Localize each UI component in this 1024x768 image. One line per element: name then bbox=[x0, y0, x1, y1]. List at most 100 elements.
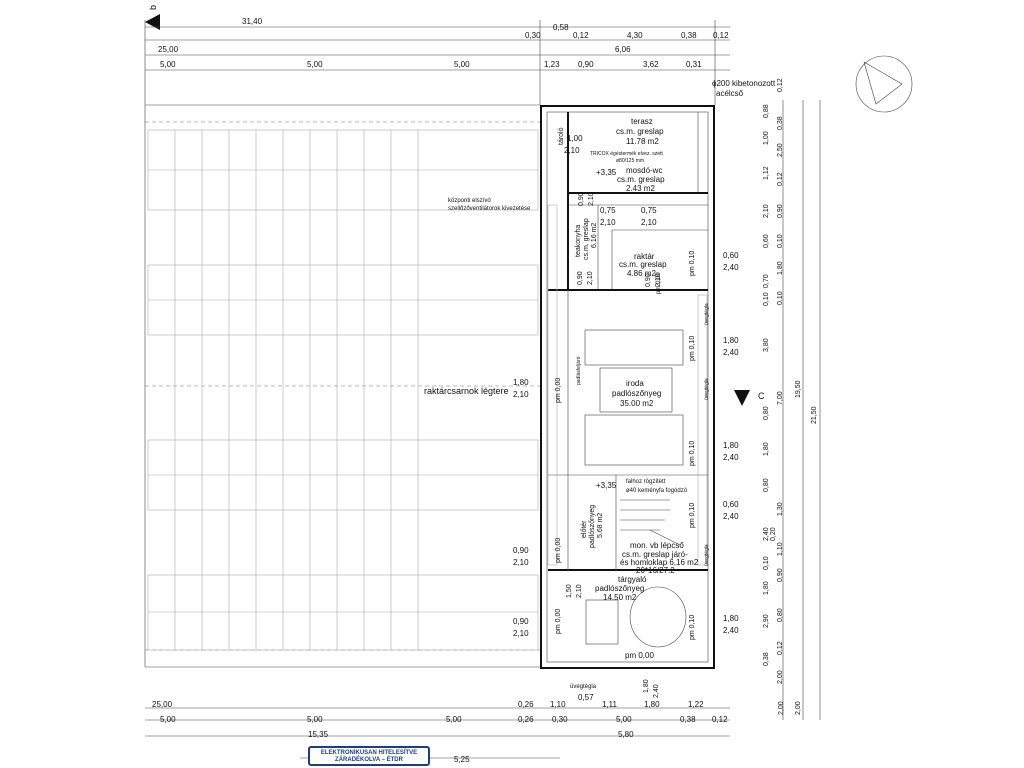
dim-top-13: 1,23 bbox=[544, 60, 560, 69]
dim-bottom-13: 5,00 bbox=[616, 715, 632, 724]
section-marker-b bbox=[145, 14, 160, 30]
dim-bottom-9: 5,00 bbox=[307, 715, 323, 724]
storage-label: tároló bbox=[558, 127, 565, 145]
rc-28: 2,90 bbox=[763, 614, 770, 628]
room-eloter-name: előtér bbox=[581, 520, 588, 538]
room-wc-name: mosdó-wc bbox=[626, 166, 662, 175]
rc-total-2: 21,50 bbox=[811, 406, 818, 424]
stair-note-4: 20*16/27.2 bbox=[636, 566, 675, 575]
room-terasz-area: 11.78 m2 bbox=[626, 137, 659, 146]
room-wc-area: 2.43 m2 bbox=[626, 184, 655, 193]
op-10: 2,10 bbox=[587, 271, 594, 285]
room-raktar-floor: cs.m. greslap bbox=[619, 260, 667, 269]
dim-top-11: 5,00 bbox=[307, 60, 323, 69]
rc-27: 1,80 bbox=[763, 581, 770, 595]
right-op-2: 2,40 bbox=[723, 263, 739, 272]
op-8: 2,10 bbox=[588, 192, 595, 206]
dim-bottom-18: 5,25 bbox=[454, 755, 470, 764]
op-6: 2,10 bbox=[641, 218, 657, 227]
pipe-note-2: acélcső bbox=[716, 89, 744, 98]
pm-label-2: pm 0,10 bbox=[689, 251, 696, 276]
handrail-note-2: ø40 keményfa fogódzó bbox=[626, 488, 688, 494]
left-op-2: 2,10 bbox=[513, 390, 529, 399]
op-5: 0,75 bbox=[641, 206, 657, 215]
rc-24: 1,10 bbox=[777, 542, 784, 556]
room-iroda-area: 35.00 m2 bbox=[620, 399, 654, 408]
rc-25: 0,10 bbox=[763, 556, 770, 570]
right-op-4: 2,40 bbox=[723, 348, 739, 357]
rc-13: 0,10 bbox=[777, 291, 784, 305]
rc-30: 0,38 bbox=[763, 652, 770, 666]
rc-23: 2,40 bbox=[763, 527, 770, 541]
rc-1: 0,12 bbox=[777, 78, 784, 92]
rc-20: 0,80 bbox=[763, 478, 770, 492]
op-4: 2,10 bbox=[600, 218, 616, 227]
warehouse-hall bbox=[144, 104, 540, 668]
certification-stamp: ELEKTRONIKUSAN HITELESÍTVE ZÁRADÉKOLVA –… bbox=[308, 746, 430, 766]
rc-4: 1,00 bbox=[763, 131, 770, 145]
rc-bottom-2: 2,00 bbox=[778, 701, 785, 715]
stair-note-1: mon. vb lépcső bbox=[630, 541, 684, 550]
parapet-note: padlásfeljáró bbox=[576, 356, 582, 385]
rc-total-1: 19,50 bbox=[795, 380, 802, 398]
pm-label-10: pm 0,00 bbox=[656, 272, 662, 294]
rc-2: 0,88 bbox=[763, 104, 770, 118]
dim-bottom-3: 1,10 bbox=[550, 700, 566, 709]
stair-note-2: cs.m. greslap járó- bbox=[622, 550, 688, 559]
level-top: +3,35 bbox=[596, 168, 617, 177]
pm-label-5: pm 0,10 bbox=[689, 503, 696, 528]
office-block bbox=[540, 105, 715, 669]
op-14: 2,10 bbox=[655, 273, 662, 287]
rc-12: 1,80 bbox=[777, 261, 784, 275]
dim-top-14: 0,90 bbox=[578, 60, 594, 69]
stair-note-3: és homloklap 6,16 m2 bbox=[620, 558, 699, 567]
rc-29: 0,80 bbox=[777, 608, 784, 622]
rc-18: 7,00 bbox=[777, 391, 784, 405]
op-2: 2,10 bbox=[564, 146, 580, 155]
room-eloter-floor: padlószőnyeg bbox=[589, 505, 596, 548]
handrail-note-1: falhoz rögzített bbox=[626, 479, 666, 485]
op-12: 2,10 bbox=[576, 584, 583, 598]
dim-top-6: 0,38 bbox=[681, 31, 697, 40]
left-op-1: 1,80 bbox=[513, 378, 529, 387]
right-op-9: 1,80 bbox=[723, 614, 739, 623]
dim-top-9: 6,06 bbox=[615, 45, 631, 54]
room-kitchen-area: 6.16 m2 bbox=[591, 223, 598, 248]
room-kitchen-name: teakonyha bbox=[575, 225, 582, 257]
pm-label-4: pm 0,10 bbox=[689, 441, 696, 466]
dim-top-3: 0,30 bbox=[525, 31, 541, 40]
glass-brick-2: üvegtégla bbox=[704, 378, 710, 400]
dim-bottom-2: 0,26 bbox=[518, 700, 534, 709]
room-targyalo-area: 14.50 m2 bbox=[603, 593, 637, 602]
rc-22: 0,20 bbox=[770, 527, 777, 541]
dim-top-7: 0,12 bbox=[713, 31, 729, 40]
op-1: 1,00 bbox=[567, 134, 583, 143]
bottom-small-2: 2,40 bbox=[653, 684, 660, 698]
dim-bottom-5: 1,11 bbox=[602, 700, 618, 709]
section-label-c: C bbox=[758, 391, 765, 401]
room-iroda-name: iroda bbox=[626, 379, 644, 388]
rc-7: 0,12 bbox=[777, 172, 784, 186]
room-kitchen-floor: cs.m. greslap bbox=[583, 218, 590, 260]
dim-bottom-10: 5,00 bbox=[446, 715, 462, 724]
section-label-b: b bbox=[148, 5, 158, 10]
right-op-7: 0,60 bbox=[723, 500, 739, 509]
glass-brick-1: üvegtégla bbox=[704, 303, 710, 325]
left-op-4: 2,10 bbox=[513, 558, 529, 567]
bottom-dimensions bbox=[145, 707, 730, 759]
room-raktar-name: raktár bbox=[634, 252, 655, 261]
pm-label-3: pm 0,10 bbox=[689, 336, 696, 361]
hall-label: raktárcsarnok légtere bbox=[424, 386, 509, 396]
right-op-1: 0,60 bbox=[723, 251, 739, 260]
right-dimensions bbox=[782, 100, 821, 720]
dim-top-10: 5,00 bbox=[160, 60, 176, 69]
right-op-5: 1,80 bbox=[723, 441, 739, 450]
pm-label-8: pm 0,00 bbox=[555, 609, 562, 634]
room-targyalo-floor: padlószőnyeg bbox=[595, 584, 644, 593]
pipe-note-1: ϕ200 kibetonozott bbox=[712, 79, 776, 88]
bottom-small-1: 1,80 bbox=[643, 679, 650, 693]
dim-top-2: 0,58 bbox=[553, 23, 569, 32]
rc-11: 0,10 bbox=[777, 234, 784, 248]
stamp-line-2: ZÁRADÉKOLVA – ÉTDR bbox=[335, 757, 403, 763]
dim-top-8: 25,00 bbox=[158, 45, 179, 54]
